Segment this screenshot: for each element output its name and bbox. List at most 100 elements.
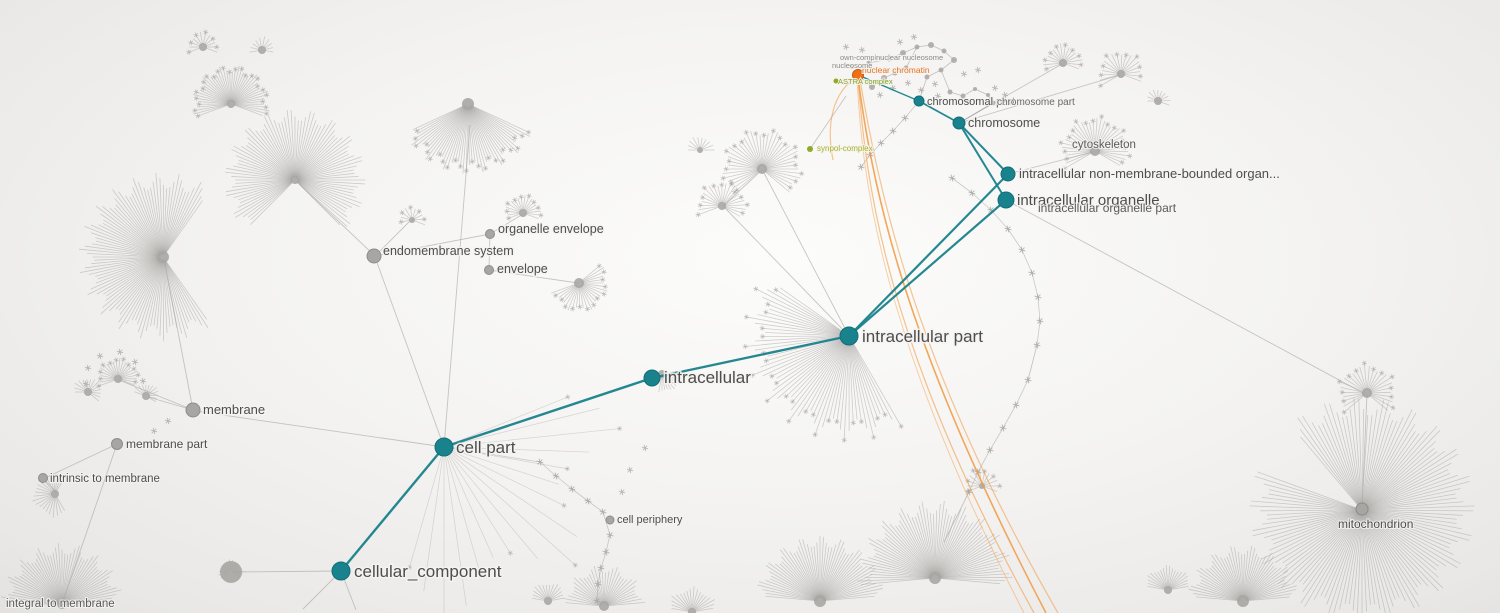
subtree-fan[interactable]: [1249, 397, 1475, 613]
subtree-fan[interactable]: [563, 565, 646, 611]
subtree-root-node[interactable]: [220, 561, 242, 583]
node-intracellular[interactable]: [643, 369, 661, 387]
node-intrinsic-to-membrane[interactable]: [38, 473, 48, 483]
subtree-fan[interactable]: [186, 29, 220, 55]
minor-term-node[interactable]: [928, 42, 934, 48]
minor-term-node[interactable]: [866, 60, 872, 66]
subtree-fan[interactable]: [504, 193, 544, 221]
minor-term-node[interactable]: [869, 84, 875, 90]
subtree-fan[interactable]: [32, 473, 68, 518]
node-cellular-component[interactable]: [331, 561, 351, 581]
node-intracellular-organelle[interactable]: [997, 191, 1015, 209]
subtree-fan[interactable]: [1147, 565, 1189, 594]
subtree-root-node[interactable]: [1117, 70, 1125, 78]
subtree-fan[interactable]: [720, 128, 805, 195]
node-organelle-envelope[interactable]: [485, 229, 495, 239]
subtree-fan[interactable]: [1147, 89, 1171, 106]
subtree-fan[interactable]: [406, 394, 623, 613]
subtree-root-node[interactable]: [718, 202, 726, 210]
subtree-fan[interactable]: [532, 584, 565, 605]
minor-term-node[interactable]: [886, 56, 892, 62]
subtree-root-node[interactable]: [1237, 595, 1249, 607]
subtree-root-node[interactable]: [84, 388, 92, 396]
node-intracellular-non-membrane-bounded-organelle[interactable]: [1000, 166, 1016, 182]
node-intracellular-part[interactable]: [839, 326, 859, 346]
slim-term-node[interactable]: [850, 65, 854, 69]
subtree-fan[interactable]: [695, 179, 751, 218]
subtree-fan[interactable]: [249, 36, 274, 54]
node-cell-periphery[interactable]: [605, 515, 615, 525]
minor-term-node[interactable]: [990, 100, 996, 106]
subtree-fan[interactable]: [218, 559, 244, 583]
minor-term-node[interactable]: [960, 93, 966, 99]
minor-term-node[interactable]: [892, 70, 898, 76]
minor-term-node[interactable]: [986, 93, 990, 97]
subtree-fan[interactable]: [1, 543, 122, 609]
subtree-root-node[interactable]: [157, 251, 169, 263]
subtree-fan[interactable]: [658, 370, 682, 393]
node-nuclear-chromatin[interactable]: [852, 69, 864, 81]
minor-term-node[interactable]: [914, 44, 920, 50]
subtree-root-node[interactable]: [1090, 146, 1100, 156]
subtree-root-node[interactable]: [697, 147, 703, 153]
subtree-fan[interactable]: [224, 109, 366, 227]
subtree-fan[interactable]: [1188, 545, 1297, 607]
subtree-root-node[interactable]: [1362, 388, 1372, 398]
subtree-root-node[interactable]: [51, 490, 59, 498]
subtree-fan[interactable]: [742, 286, 904, 443]
subtree-fan[interactable]: [411, 98, 532, 174]
minor-term-node[interactable]: [938, 67, 944, 73]
subtree-root-node[interactable]: [929, 572, 941, 584]
minor-term-node[interactable]: [951, 57, 957, 63]
minor-term-node[interactable]: [941, 48, 947, 54]
subtree-root-node[interactable]: [599, 601, 609, 611]
subtree-fan[interactable]: [551, 263, 608, 312]
subtree-fan[interactable]: [1042, 42, 1084, 72]
node-chromosome[interactable]: [952, 116, 966, 130]
subtree-fan[interactable]: [757, 536, 883, 607]
subtree-root-node[interactable]: [1059, 59, 1067, 67]
subtree-root-node[interactable]: [462, 98, 474, 110]
subtree-root-node[interactable]: [142, 392, 150, 400]
subtree-fan[interactable]: [192, 65, 270, 119]
subtree-root-node[interactable]: [814, 595, 826, 607]
subtree-root-node[interactable]: [544, 597, 552, 605]
minor-term-node[interactable]: [881, 75, 887, 81]
subtree-root-node[interactable]: [114, 375, 122, 383]
subtree-fan[interactable]: [74, 379, 102, 402]
subtree-fan[interactable]: [78, 172, 209, 342]
subtree-root-node[interactable]: [409, 217, 415, 223]
subtree-fan[interactable]: [96, 356, 141, 389]
subtree-fan[interactable]: [1336, 360, 1396, 415]
slim-term-node[interactable]: [807, 146, 813, 152]
node-mitochondrion[interactable]: [1355, 502, 1369, 516]
subtree-root-node[interactable]: [688, 608, 696, 613]
subtree-fan[interactable]: [857, 500, 1013, 585]
slim-term-node[interactable]: [833, 78, 839, 84]
node-envelope[interactable]: [484, 265, 494, 275]
subtree-root-node[interactable]: [258, 46, 266, 54]
node-membrane-part[interactable]: [111, 438, 123, 450]
subtree-fan[interactable]: [398, 204, 428, 226]
node-cell-part[interactable]: [434, 437, 454, 457]
subtree-fan[interactable]: [1097, 51, 1144, 89]
node-membrane[interactable]: [185, 402, 201, 418]
subtree-root-node[interactable]: [227, 100, 235, 108]
subtree-root-node[interactable]: [574, 278, 584, 288]
subtree-root-node[interactable]: [757, 164, 767, 174]
subtree-fan[interactable]: [687, 137, 715, 153]
minor-term-node[interactable]: [973, 87, 977, 91]
node-chromosomal-part[interactable]: [913, 95, 925, 107]
node-endomembrane-system[interactable]: [366, 248, 382, 264]
subtree-root-node[interactable]: [199, 43, 207, 51]
subtree-root-node[interactable]: [57, 599, 67, 609]
minor-term-node[interactable]: [924, 74, 930, 80]
subtree-root-node[interactable]: [1164, 586, 1172, 594]
minor-term-node[interactable]: [903, 65, 909, 71]
minor-term-node[interactable]: [900, 50, 906, 56]
subtree-fan[interactable]: [671, 586, 715, 613]
minor-term-node[interactable]: [947, 89, 953, 95]
subtree-fan[interactable]: [134, 384, 159, 403]
